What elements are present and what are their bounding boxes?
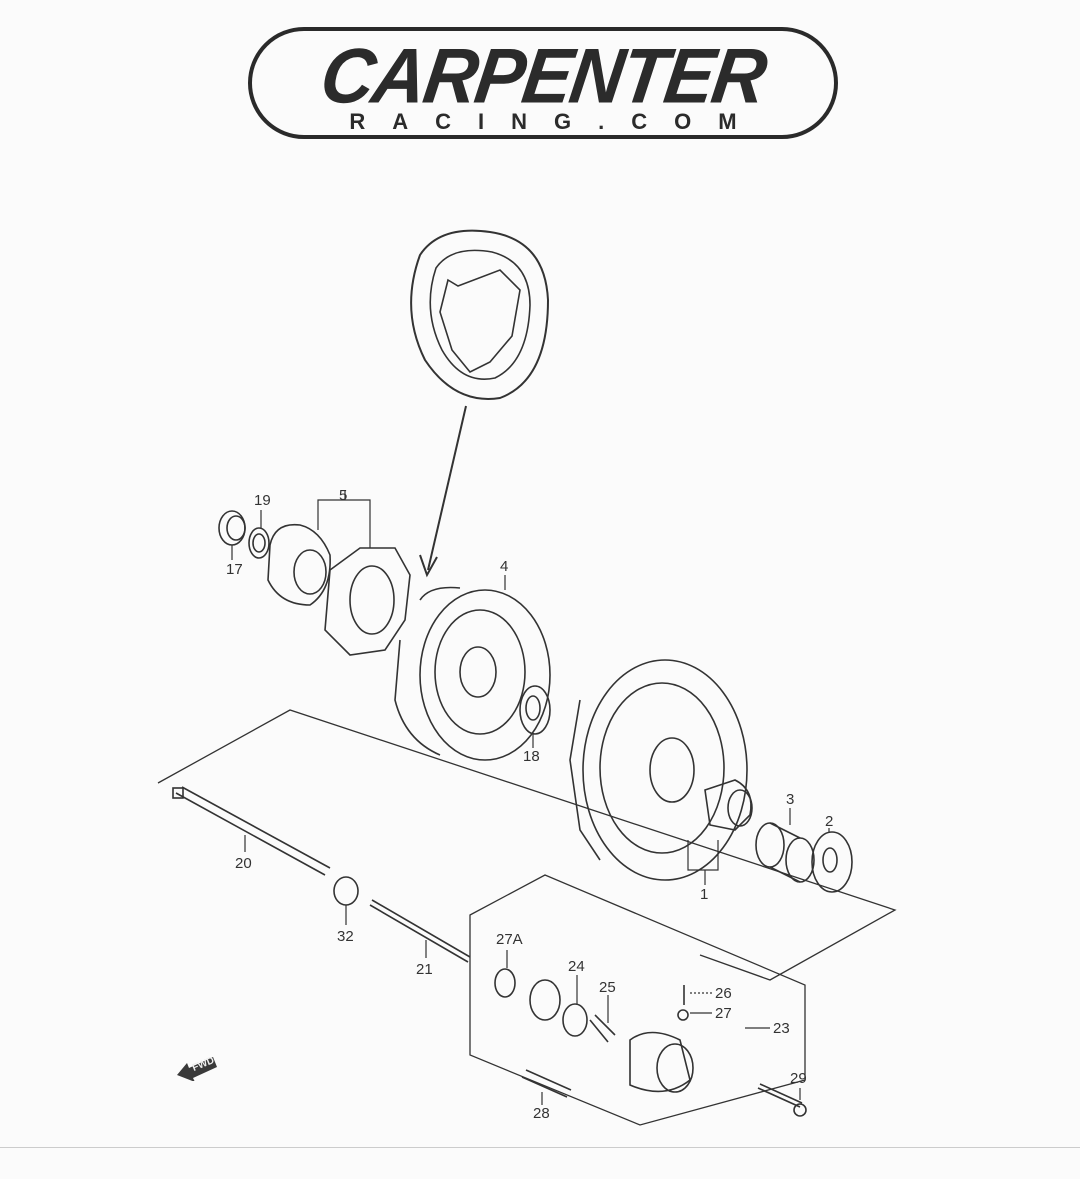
part-label-17: 17 [226,561,243,578]
forward-arrow-icon [177,1057,217,1081]
part-label-28: 28 [533,1105,550,1122]
part-17-nut [218,510,246,546]
part-label-2: 2 [825,813,834,830]
part-label-20: 20 [235,855,252,872]
part-label-26: 26 [715,985,732,1002]
part-label-3: 3 [786,791,795,808]
part-label-4: 4 [500,558,509,575]
gasket-drawing [410,229,550,400]
part-29-bolt [757,1083,807,1117]
part-4-clutch-hub [394,586,551,761]
page-bottom-rule [0,1147,1080,1148]
carpenter-racing-logo: CARPENTER RACING.COM [248,27,838,139]
part-1-clutch-housing [569,659,753,881]
part-label-18: 18 [523,748,540,765]
part-label-27A: 27A [496,931,523,948]
part-label-27: 27 [715,1005,732,1022]
part-18-washer [519,685,551,735]
part-label-5: 5 [339,487,348,504]
part-label-24: 24 [568,958,585,975]
part-2-thrust-washer [811,831,853,893]
part-label-21: 21 [416,961,433,978]
part-32-disc [333,876,359,906]
part-label-23: 23 [773,1020,790,1037]
part-label-25: 25 [599,979,616,996]
part-label-19: 19 [254,492,271,509]
part-3-needle-bearing [755,822,815,883]
part-23-slave-cylinder [494,968,694,1093]
part-28-pin [521,1069,572,1098]
logo-subtitle: RACING.COM [349,109,764,134]
part-label-29: 29 [790,1070,807,1087]
part-19-washer [248,527,270,559]
part-label-1: 1 [700,886,709,903]
part-label-32: 32 [337,928,354,945]
part-20-pushrod [172,786,331,876]
part-21-rod [369,899,471,963]
part-5-hub [267,523,411,656]
